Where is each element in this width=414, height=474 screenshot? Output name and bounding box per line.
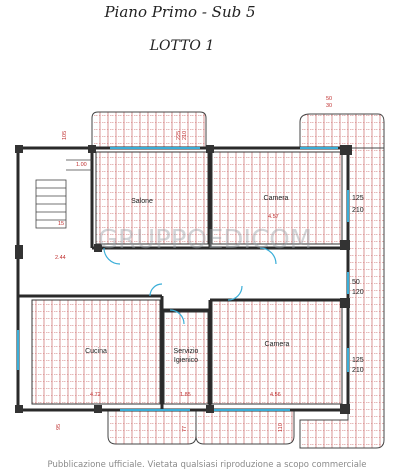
dim-472: 4.72 bbox=[90, 392, 101, 398]
balcony-bottom-right bbox=[195, 410, 295, 445]
dim-125-window: 125 bbox=[352, 357, 364, 364]
dim-110: 110 bbox=[278, 423, 284, 432]
room-label-camera-top: Camera bbox=[264, 195, 289, 202]
room-label-camera-bottom: Camera bbox=[265, 341, 290, 348]
watermark: GRUPPOEDICOM bbox=[98, 225, 312, 255]
dim-50: 50 bbox=[326, 96, 332, 102]
room-label-salone: Salone bbox=[131, 198, 153, 205]
dimension-labels: 2.44 4.57 4.72 1.85 4.56 1.00 15 50 30 1… bbox=[55, 96, 332, 432]
dim-95: 95 bbox=[56, 424, 62, 430]
dim-456: 4.56 bbox=[270, 392, 281, 398]
corridor bbox=[96, 248, 342, 296]
dim-120-window: 120 bbox=[352, 289, 364, 296]
dim-77: 77 bbox=[182, 426, 188, 432]
room-label-igienico: Igienico bbox=[174, 357, 198, 364]
dim-210: 210 bbox=[182, 131, 188, 140]
room-label-cucina: Cucina bbox=[85, 348, 107, 355]
dim-244: 2.44 bbox=[55, 255, 66, 261]
plan-title: Piano Primo - Sub 5 bbox=[103, 3, 255, 21]
room-servizio bbox=[163, 311, 209, 405]
dim-30: 30 bbox=[326, 103, 332, 109]
room-camera-bottom bbox=[211, 299, 343, 405]
dim-105: 105 bbox=[62, 131, 68, 140]
balcony-bottom-left bbox=[107, 410, 197, 445]
terrace-right bbox=[299, 147, 385, 449]
dim-125: 125 bbox=[352, 195, 364, 202]
room-salone bbox=[95, 151, 209, 245]
balcony-top-right bbox=[299, 113, 385, 148]
columns bbox=[15, 145, 352, 414]
room-camera-top bbox=[211, 151, 343, 245]
stairs bbox=[35, 159, 92, 229]
balcony-top-left bbox=[91, 111, 207, 148]
dim-210b-window: 210 bbox=[352, 367, 364, 374]
dim-210-window: 210 bbox=[352, 207, 364, 214]
dim-225: 225 bbox=[176, 131, 182, 140]
dim-50-window: 50 bbox=[352, 279, 360, 286]
dim-457: 4.57 bbox=[268, 214, 279, 220]
room-label-servizio: Servizio bbox=[174, 348, 199, 355]
dim-15: 15 bbox=[58, 221, 64, 227]
footer-notice: Pubblicazione ufficiale. Vietata qualsia… bbox=[47, 460, 367, 470]
room-cucina bbox=[31, 299, 161, 405]
dim-185: 1.85 bbox=[180, 392, 191, 398]
dim-100: 1.00 bbox=[76, 162, 87, 168]
windows bbox=[17, 147, 349, 411]
plan-subtitle: LOTTO 1 bbox=[149, 38, 215, 54]
window-dimension-labels: 125 210 50 120 125 210 bbox=[352, 195, 364, 374]
doors bbox=[103, 247, 277, 325]
